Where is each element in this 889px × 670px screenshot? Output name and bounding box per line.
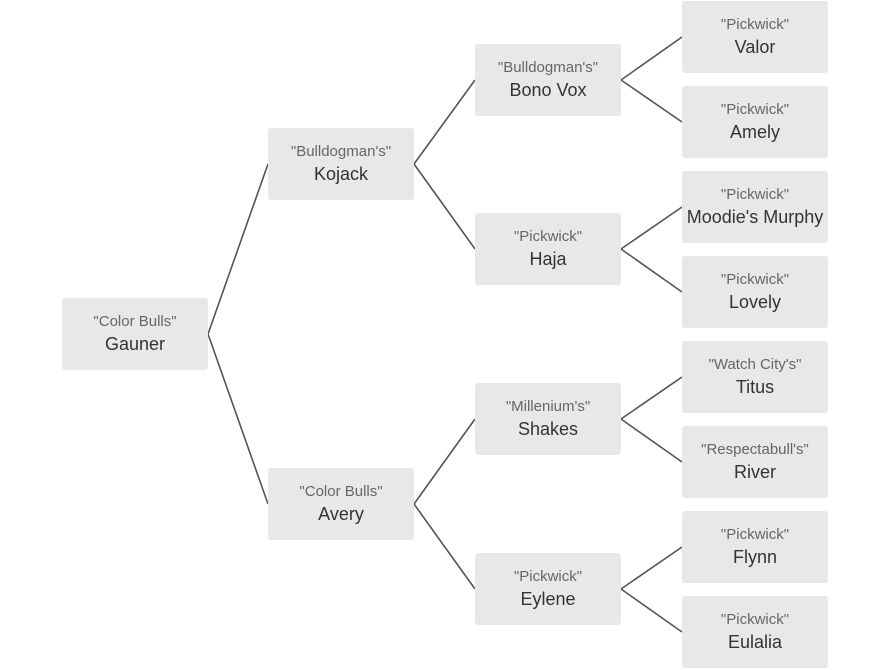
node-eylene[interactable]: "Pickwick" Eylene: [475, 553, 621, 625]
kennel-label: "Pickwick": [513, 568, 583, 585]
dog-name: Lovely: [728, 292, 782, 312]
connector-line: [620, 588, 683, 633]
dog-name: Titus: [735, 377, 775, 397]
kennel-label: "Bulldogman's": [290, 143, 392, 160]
kennel-label: "Color Bulls": [299, 483, 383, 500]
connector-line: [620, 206, 683, 250]
connector-line: [207, 163, 269, 335]
node-gauner[interactable]: "Color Bulls" Gauner: [62, 298, 208, 370]
dog-name: River: [733, 462, 776, 482]
connector-line: [207, 333, 269, 505]
dog-name: Flynn: [732, 547, 777, 567]
dog-name: Amely: [729, 122, 780, 142]
node-flynn[interactable]: "Pickwick" Flynn: [682, 511, 828, 583]
kennel-label: "Millenium's": [505, 398, 591, 415]
kennel-label: "Pickwick": [513, 228, 583, 245]
kennel-label: "Watch City's": [708, 356, 802, 373]
dog-name: Bono Vox: [509, 80, 587, 100]
connector-line: [413, 79, 476, 165]
kennel-label: "Color Bulls": [93, 313, 177, 330]
node-valor[interactable]: "Pickwick" Valor: [682, 1, 828, 73]
connector-line: [620, 248, 683, 293]
kennel-label: "Pickwick": [720, 526, 790, 543]
connector-line: [620, 36, 683, 81]
dog-name: Eulalia: [727, 632, 783, 652]
node-moodies-murphy[interactable]: "Pickwick" Moodie's Murphy: [682, 171, 828, 243]
node-kojack[interactable]: "Bulldogman's" Kojack: [268, 128, 414, 200]
connector-line: [413, 503, 476, 590]
node-lovely[interactable]: "Pickwick" Lovely: [682, 256, 828, 328]
dog-name: Avery: [318, 504, 364, 524]
dog-name: Gauner: [104, 334, 166, 354]
node-haja[interactable]: "Pickwick" Haja: [475, 213, 621, 285]
node-avery[interactable]: "Color Bulls" Avery: [268, 468, 414, 540]
node-titus[interactable]: "Watch City's" Titus: [682, 341, 828, 413]
kennel-label: "Pickwick": [720, 186, 790, 203]
kennel-label: "Pickwick": [720, 611, 790, 628]
kennel-label: "Pickwick": [720, 16, 790, 33]
dog-name: Kojack: [313, 164, 369, 184]
node-river[interactable]: "Respectabull's" River: [682, 426, 828, 498]
connector-line: [620, 79, 683, 123]
kennel-label: "Respectabull's": [701, 441, 809, 458]
node-eulalia[interactable]: "Pickwick" Eulalia: [682, 596, 828, 668]
kennel-label: "Pickwick": [720, 271, 790, 288]
dog-name: Valor: [734, 37, 776, 57]
dog-name: Eylene: [520, 589, 576, 609]
kennel-label: "Pickwick": [720, 101, 790, 118]
kennel-label: "Bulldogman's": [497, 59, 599, 76]
dog-name: Moodie's Murphy: [686, 207, 824, 227]
connector-line: [620, 376, 683, 420]
dog-name: Shakes: [517, 419, 579, 439]
node-amely[interactable]: "Pickwick" Amely: [682, 86, 828, 158]
connector-line: [620, 418, 683, 463]
connector-line: [413, 418, 476, 505]
node-shakes[interactable]: "Millenium's" Shakes: [475, 383, 621, 455]
dog-name: Haja: [529, 249, 567, 269]
connector-line: [413, 163, 476, 250]
connector-line: [620, 546, 683, 590]
node-bono-vox[interactable]: "Bulldogman's" Bono Vox: [475, 44, 621, 116]
